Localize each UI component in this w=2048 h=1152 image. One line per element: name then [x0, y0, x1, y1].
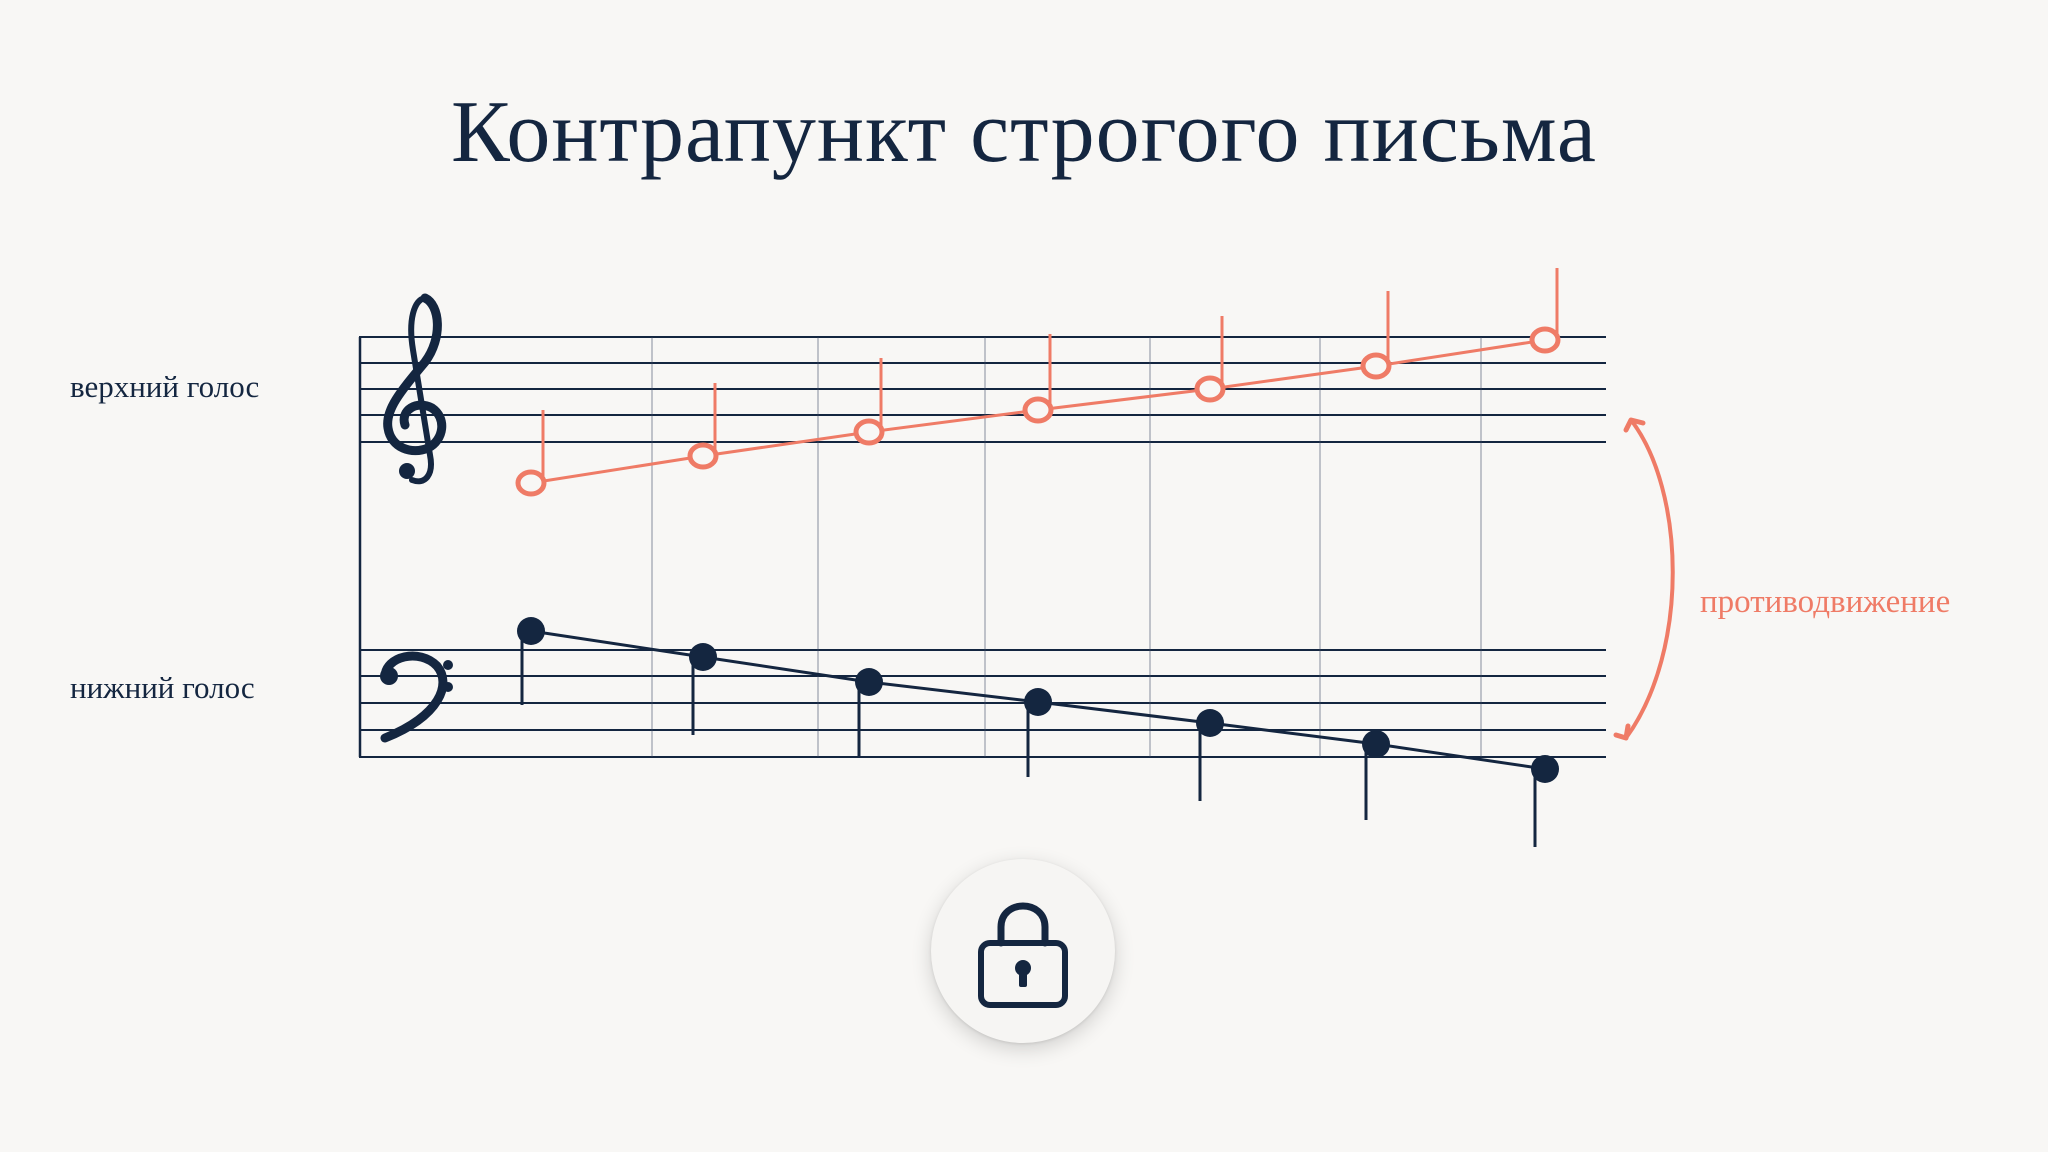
lower-voice-stems: [520, 631, 1537, 847]
lower-note: [855, 668, 883, 696]
lower-note: [689, 643, 717, 671]
upper-note: [1194, 375, 1226, 403]
lower-note: [1362, 730, 1390, 758]
upper-note: [1022, 396, 1054, 424]
lower-note: [1531, 755, 1559, 783]
contrary-motion-arrow-icon: [1613, 417, 1675, 741]
upper-note: [687, 442, 719, 470]
lower-voice-label: нижний голос: [70, 670, 255, 705]
upper-note: [515, 469, 547, 497]
bass-staff: [359, 649, 1606, 758]
lower-note: [1024, 688, 1052, 716]
lower-voice: [517, 617, 1559, 847]
upper-voice: [515, 268, 1561, 497]
bass-clef-icon: [380, 651, 453, 743]
contrary-motion-label: противодвижение: [1700, 584, 1951, 620]
upper-note: [1360, 352, 1392, 380]
lower-note: [1196, 709, 1224, 737]
page-title: Контрапункт строгого письма: [451, 84, 1597, 181]
upper-voice-label: верхний голос: [70, 369, 260, 404]
lock-button[interactable]: [931, 859, 1115, 1043]
lock-icon: [978, 902, 1068, 1008]
upper-voice-stems: [541, 268, 1559, 483]
upper-note: [1529, 326, 1561, 354]
lower-note: [517, 617, 545, 645]
treble-staff: [359, 336, 1606, 443]
upper-note: [853, 418, 885, 446]
treble-clef-icon: [383, 293, 447, 485]
measure-grid: [651, 337, 1482, 757]
